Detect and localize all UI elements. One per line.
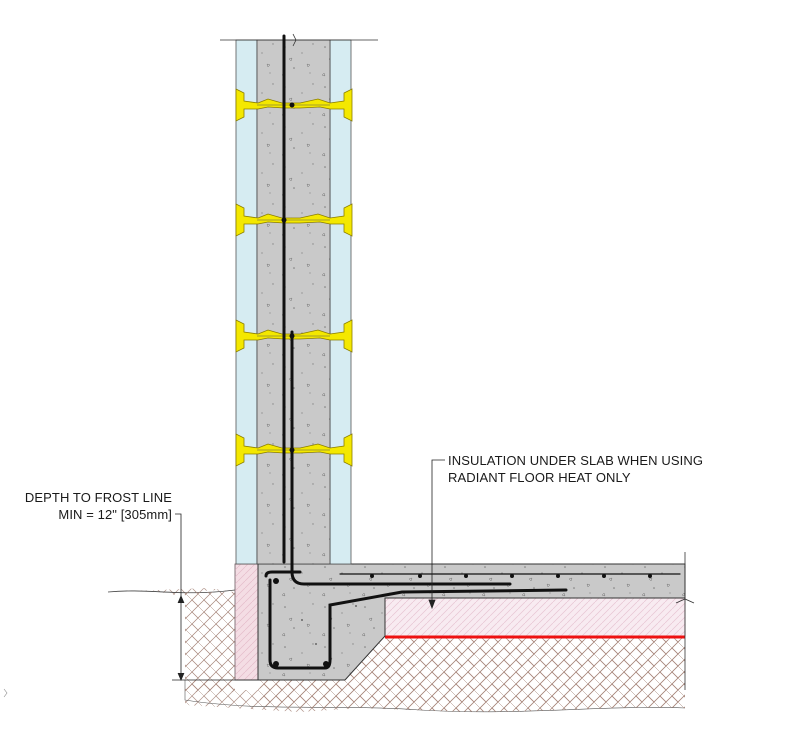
insulation-leader [428, 459, 445, 610]
insulation-note-line1: INSULATION UNDER SLAB WHEN USING [448, 453, 704, 468]
insulation-note-line2: RADIANT FLOOR HEAT ONLY [448, 470, 631, 485]
soil-ground [107, 588, 686, 713]
icf-web-tie-icon [235, 203, 353, 237]
break-line-icon [3, 688, 8, 698]
frost-line-note-line2: MIN = 12" [305mm] [58, 507, 172, 522]
frost-line-note-line1: DEPTH TO FROST LINE [24, 490, 172, 505]
rebar [264, 34, 681, 670]
rebar-icon [264, 570, 302, 578]
frost-line-note: DEPTH TO FROST LINE MIN = 12" [305mm] [10, 489, 172, 523]
break-line-icon [675, 552, 695, 690]
rebar-icon [268, 578, 568, 670]
insulation-note: INSULATION UNDER SLAB WHEN USING RADIANT… [448, 452, 703, 486]
frost-dimension [172, 513, 235, 682]
